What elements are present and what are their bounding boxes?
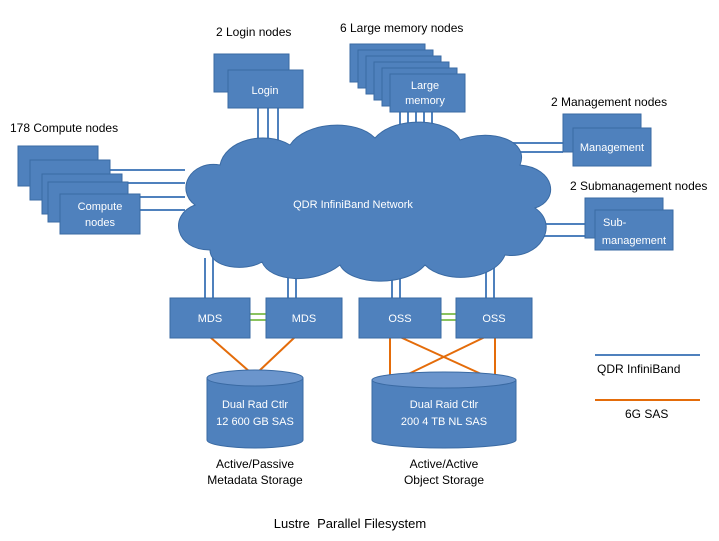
legend-infiniband-label: QDR InfiniBand	[597, 362, 680, 376]
object-storage-line-2: 200 4 TB NL SAS	[401, 416, 487, 428]
object-caption-2: Object Storage	[404, 473, 484, 487]
compute-box-label-2: nodes	[85, 217, 115, 229]
submanagement-box-label-1: Sub-	[603, 217, 627, 229]
compute-count-label: 178 Compute nodes	[10, 121, 118, 135]
oss-2-label: OSS	[482, 313, 505, 325]
management-count-label: 2 Management nodes	[551, 95, 667, 109]
submanagement-box-label-2: management	[602, 235, 666, 247]
object-caption-1: Active/Active	[410, 457, 479, 471]
large-memory-node-group: 6 Large memory nodes Large memory	[340, 21, 466, 113]
oss-1-label: OSS	[388, 313, 411, 325]
management-node-group: 2 Management nodes Management	[551, 95, 667, 167]
oss-server-1: OSS	[358, 297, 442, 339]
object-storage-line-1: Dual Raid Ctlr	[410, 399, 479, 411]
large-memory-box-label-1: Large	[411, 80, 439, 92]
network-label: QDR InfiniBand Network	[293, 199, 413, 211]
diagram-title: Lustre Parallel Filesystem	[274, 516, 426, 531]
compute-box-label-1: Compute	[78, 201, 123, 213]
submanagement-node-group: 2 Submanagement nodes Sub- management	[570, 179, 707, 251]
metadata-caption-2: Metadata Storage	[207, 473, 303, 487]
legend-sas-label: 6G SAS	[625, 407, 668, 421]
login-count-label: 2 Login nodes	[216, 25, 291, 39]
object-storage-cylinder: Dual Raid Ctlr 200 4 TB NL SAS	[371, 371, 517, 449]
oss-server-2: OSS	[455, 297, 533, 339]
login-node-group: 2 Login nodes Login	[213, 25, 304, 109]
large-memory-box-label-2: memory	[405, 95, 445, 107]
metadata-storage-line-2: 12 600 GB SAS	[216, 416, 294, 428]
submanagement-count-label: 2 Submanagement nodes	[570, 179, 707, 193]
metadata-caption-1: Active/Passive	[216, 457, 294, 471]
mds-server-1: MDS	[169, 297, 251, 339]
metadata-storage-cylinder: Dual Rad Ctlr 12 600 GB SAS	[206, 369, 304, 449]
login-box-label: Login	[252, 85, 279, 97]
large-memory-count-label: 6 Large memory nodes	[340, 21, 463, 35]
management-box-label: Management	[580, 142, 644, 154]
legend: QDR InfiniBand 6G SAS	[595, 354, 700, 421]
server-pair-links	[250, 313, 456, 321]
mds-1-label: MDS	[198, 313, 222, 325]
sas-links	[209, 336, 496, 379]
mds-server-2: MDS	[265, 297, 343, 339]
mds-2-label: MDS	[292, 313, 316, 325]
metadata-storage-line-1: Dual Rad Ctlr	[222, 399, 288, 411]
infiniband-cloud: QDR InfiniBand Network	[178, 121, 552, 282]
compute-node-group: 178 Compute nodes Compute nodes	[10, 121, 141, 235]
